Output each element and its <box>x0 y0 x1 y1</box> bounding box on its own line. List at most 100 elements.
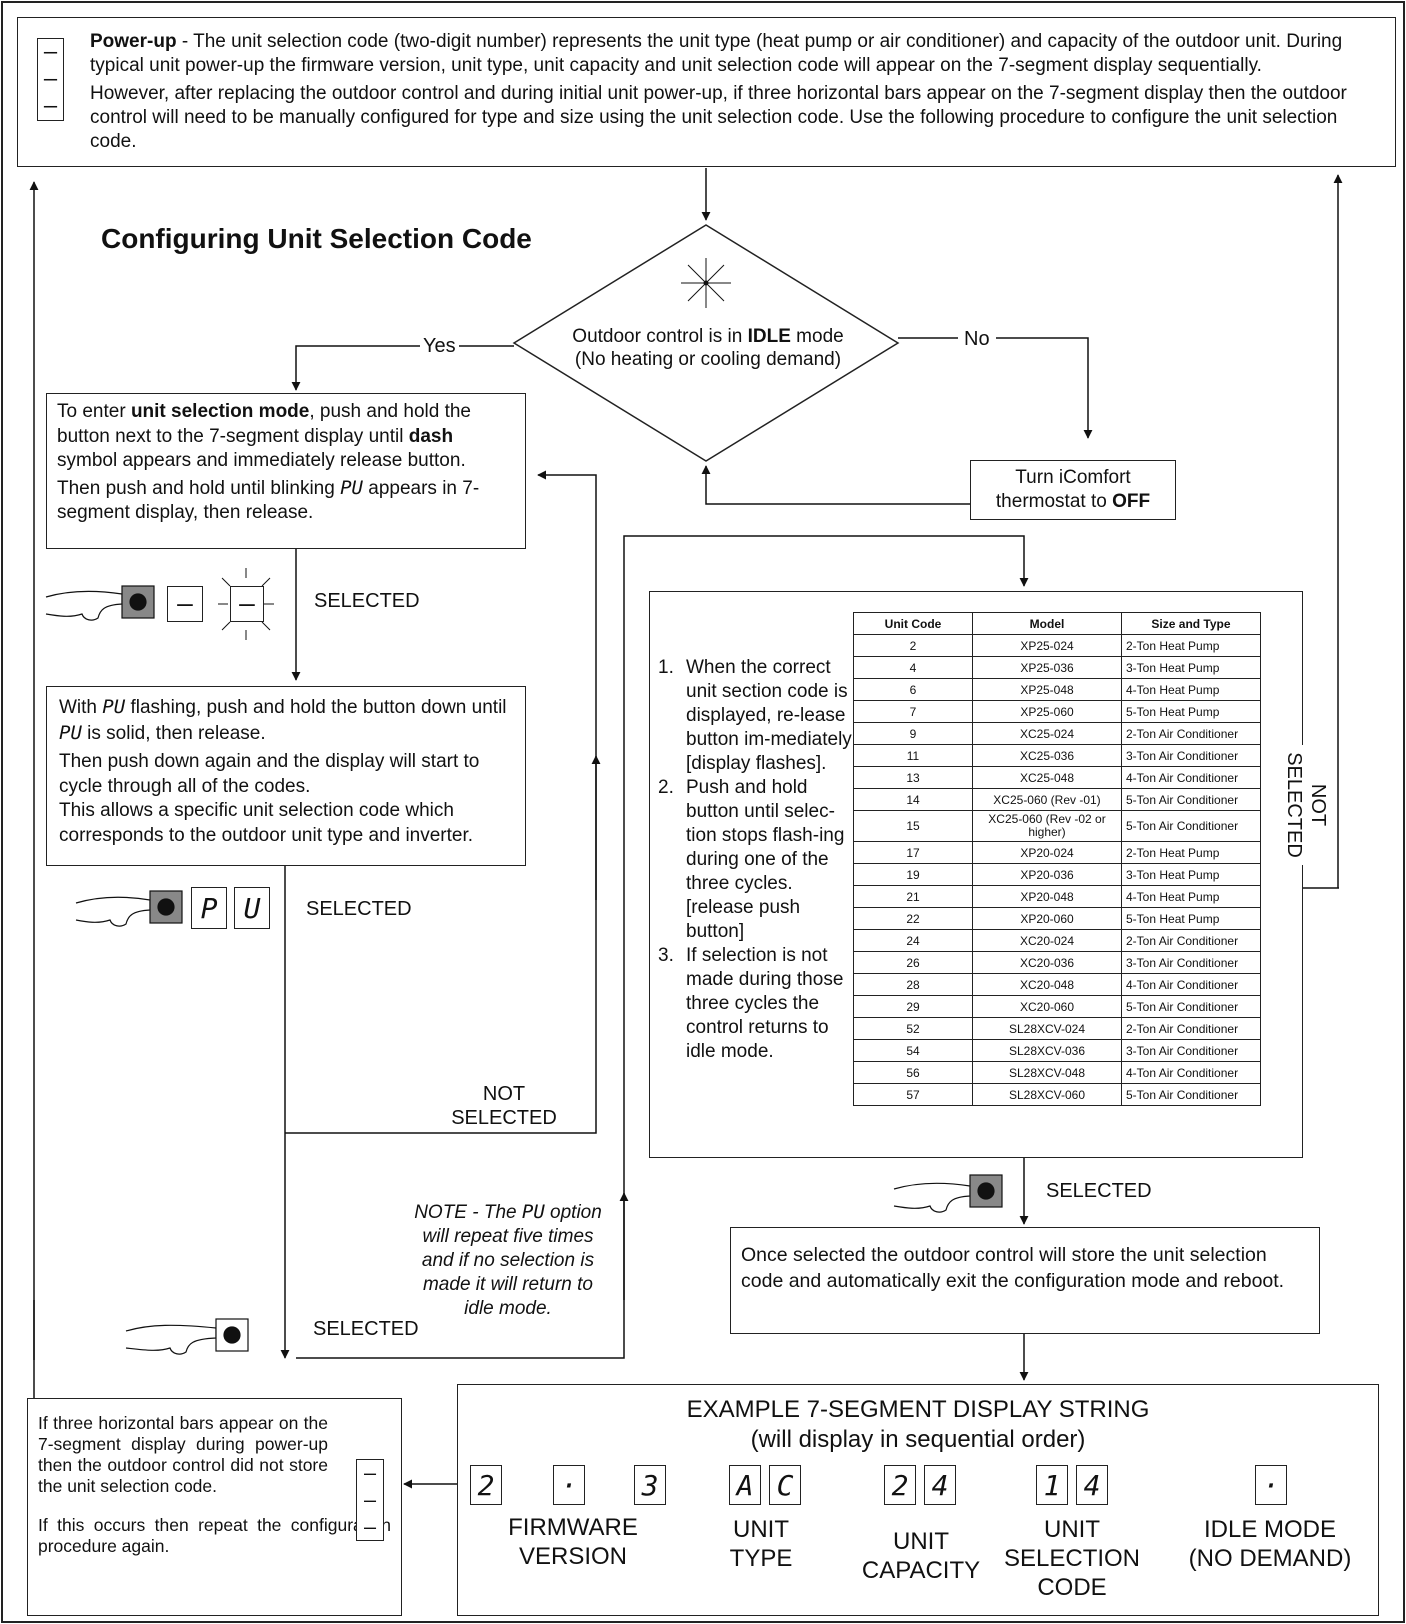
table-cell: 5-Ton Air Conditioner <box>1121 1083 1261 1106</box>
table-cell: 4-Ton Air Conditioner <box>1121 766 1261 789</box>
table-cell: 54 <box>853 1039 973 1062</box>
table-cell: 24 <box>853 929 973 952</box>
table-section: 1. When the correct unit section code is … <box>649 591 1303 1158</box>
no-label: No <box>958 328 996 351</box>
yes-label: Yes <box>420 335 459 358</box>
steps-list: 1. When the correct unit section code is … <box>658 656 854 1064</box>
hand-button-icon <box>893 1174 1003 1213</box>
table-cell: 14 <box>853 788 973 811</box>
step-item: 3.If selection is not made during those … <box>658 944 854 1064</box>
table-cell: 52 <box>853 1017 973 1040</box>
table-cell: XC20-024 <box>972 929 1122 952</box>
digit-cap-2: 4 <box>924 1465 956 1505</box>
step-text: When the correct unit section code is di… <box>686 657 852 774</box>
table-header: Model <box>972 612 1122 635</box>
digit-ut-2: C <box>769 1465 801 1505</box>
hand-button-icon <box>125 1318 249 1355</box>
blinking-dash-rays <box>218 568 274 640</box>
table-cell: 11 <box>853 744 973 767</box>
powerup-text-2: However, after replacing the outdoor con… <box>90 83 1347 152</box>
selected-label-4: SELECTED <box>1038 1180 1160 1203</box>
table-cell: XC25-024 <box>972 722 1122 745</box>
hand-button-icon <box>45 585 155 621</box>
selected-label-2: SELECTED <box>306 898 412 921</box>
example-box: EXAMPLE 7-SEGMENT DISPLAY STRING (will d… <box>457 1384 1379 1616</box>
arrow-off-to-decision <box>701 465 970 505</box>
selected-label-1: SELECTED <box>314 590 420 613</box>
table-cell: 5-Ton Heat Pump <box>1121 907 1261 930</box>
table-cell: XC20-060 <box>972 995 1122 1018</box>
table-cell: 2-Ton Heat Pump <box>1121 634 1261 657</box>
table-cell: 2-Ton Air Conditioner <box>1121 722 1261 745</box>
table-cell: XC25-036 <box>972 744 1122 767</box>
powerup-box: ——— Power-up - The unit selection code (… <box>17 17 1396 167</box>
step-item: 2.Push and hold button until selec-tion … <box>658 776 854 944</box>
table-cell: 4-Ton Air Conditioner <box>1121 1061 1261 1084</box>
table-cell: SL28XCV-024 <box>972 1017 1122 1040</box>
u-display: U <box>234 887 270 929</box>
arrow-yes <box>291 345 514 391</box>
step-number: 3. <box>658 945 674 966</box>
store-box: Once selected the outdoor control will s… <box>730 1227 1320 1334</box>
table-cell: 3-Ton Air Conditioner <box>1121 744 1261 767</box>
table-cell: 15 <box>853 810 973 842</box>
step-number: 2. <box>658 777 674 798</box>
digit-ut-1: A <box>729 1465 761 1505</box>
table-cell: XP25-060 <box>972 700 1122 723</box>
p-display: P <box>191 887 227 929</box>
table-cell: 22 <box>853 907 973 930</box>
page-title: Configuring Unit Selection Code <box>101 223 532 254</box>
arrow-no <box>898 337 1093 439</box>
table-cell: 19 <box>853 863 973 886</box>
table-cell: XC25-048 <box>972 766 1122 789</box>
table-cell: 5-Ton Air Conditioner <box>1121 810 1261 842</box>
table-cell: 2-Ton Air Conditioner <box>1121 1017 1261 1040</box>
table-cell: 5-Ton Air Conditioner <box>1121 788 1261 811</box>
table-cell: XP20-060 <box>972 907 1122 930</box>
table-cell: 4-Ton Heat Pump <box>1121 885 1261 908</box>
table-cell: 3-Ton Air Conditioner <box>1121 951 1261 974</box>
table-cell: XC20-048 <box>972 973 1122 996</box>
table-cell: 3-Ton Heat Pump <box>1121 863 1261 886</box>
powerup-heading: Power-up <box>90 31 177 52</box>
table-header: Unit Code <box>853 612 973 635</box>
table-cell: 5-Ton Air Conditioner <box>1121 995 1261 1018</box>
arrow-to-table <box>296 535 1029 1359</box>
table-cell: 17 <box>853 841 973 864</box>
table-cell: 6 <box>853 678 973 701</box>
table-cell: XC20-036 <box>972 951 1122 974</box>
pu-symbol: PU <box>340 476 363 499</box>
table-cell: 9 <box>853 722 973 745</box>
powerup-text-1: - The unit selection code (two-digit num… <box>90 31 1343 76</box>
blink-icon <box>681 258 731 308</box>
turn-off-box: Turn iComfort thermostat to OFF <box>970 460 1176 520</box>
table-cell: 2 <box>853 634 973 657</box>
table-header: Size and Type <box>1121 612 1261 635</box>
digit-fw-2: 3 <box>634 1465 666 1505</box>
digit-cap-1: 2 <box>884 1465 916 1505</box>
table-cell: 56 <box>853 1061 973 1084</box>
step-number: 1. <box>658 657 674 678</box>
caption-idle-mode: IDLE MODE(NO DEMAND) <box>1188 1516 1352 1572</box>
